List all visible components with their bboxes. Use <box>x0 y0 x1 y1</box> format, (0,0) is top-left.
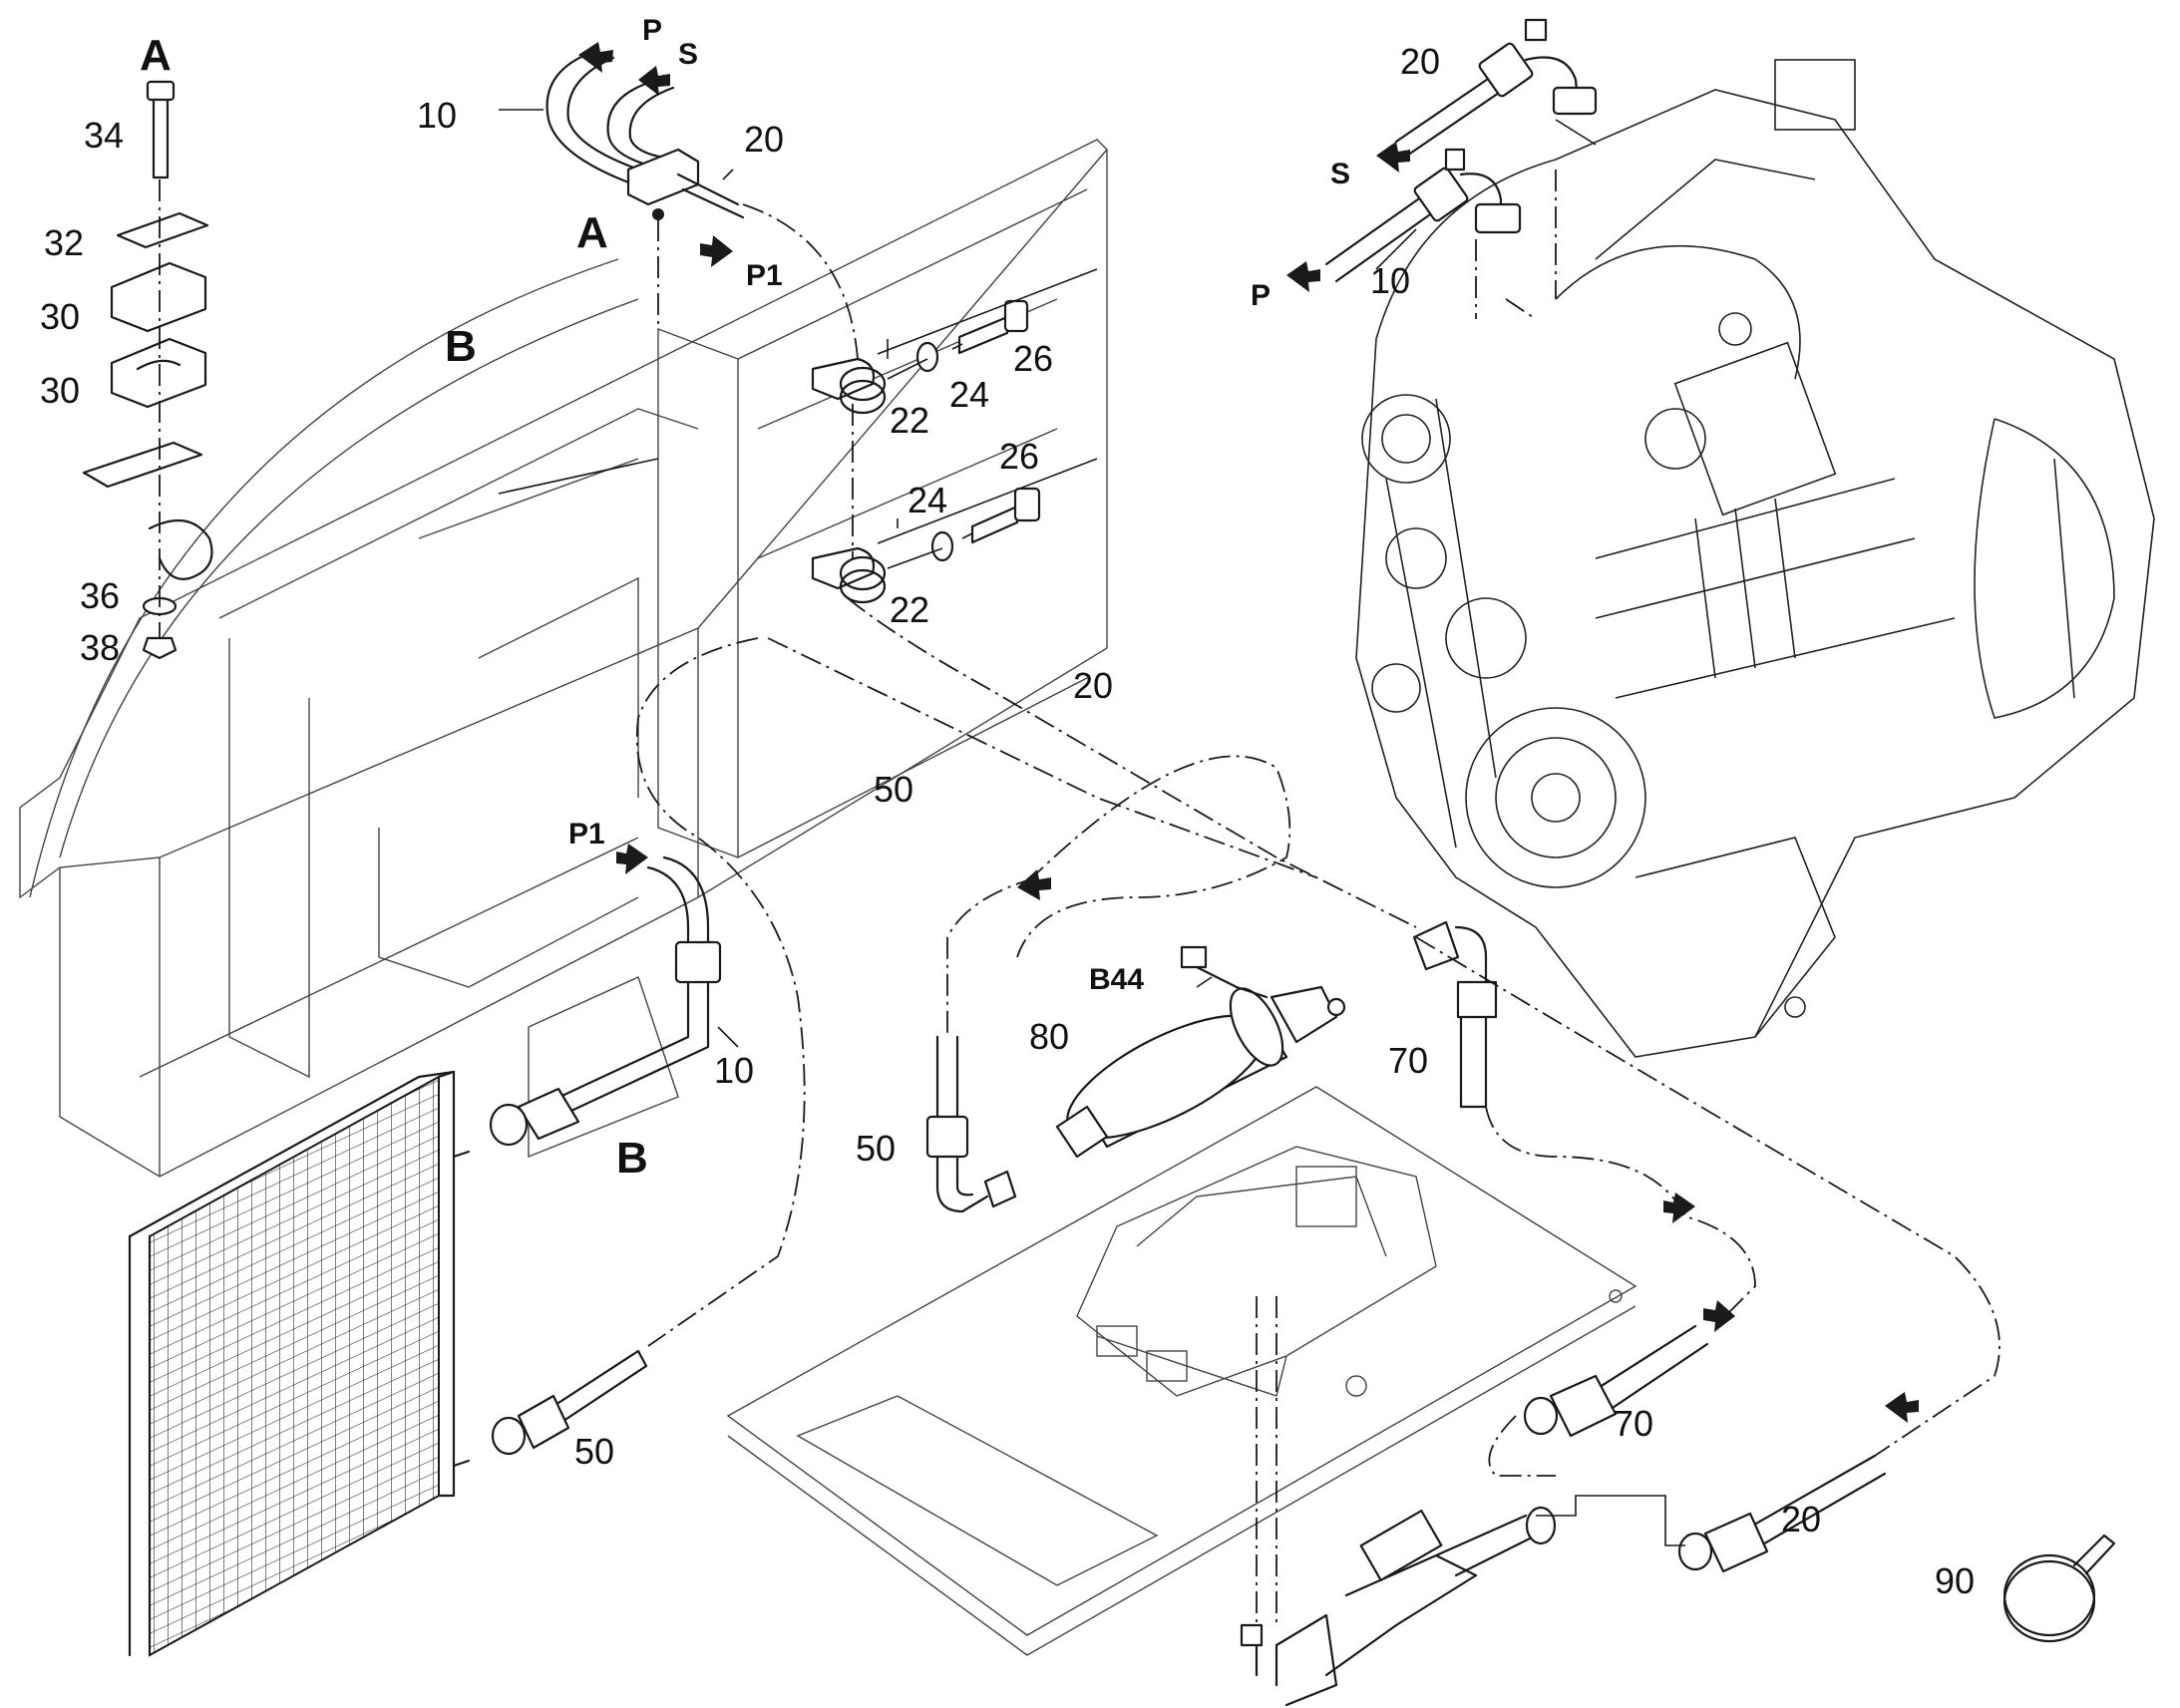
label-10-top: 10 <box>417 95 457 136</box>
hose-50-bottom <box>491 1349 648 1456</box>
hose-50-right <box>925 1035 1017 1213</box>
label-b44: B44 <box>1089 963 1144 996</box>
label-26a: 26 <box>1013 338 1053 379</box>
label-p1-top: P1 <box>746 259 783 292</box>
label-26b: 26 <box>999 436 1039 477</box>
label-10-engine: 10 <box>1370 260 1410 301</box>
label-s-top: S <box>678 38 698 71</box>
receiver-dryer <box>1055 945 1346 1159</box>
label-30b: 30 <box>40 370 80 411</box>
clamp-90 <box>2002 1534 2116 1643</box>
arrow-p1-icon <box>700 235 733 267</box>
top-hose-assembly <box>499 48 745 220</box>
label-20-lower: 20 <box>1781 1499 1821 1539</box>
label-p-engine: P <box>1251 279 1271 312</box>
label-34: 34 <box>84 115 124 156</box>
label-70-upper: 70 <box>1388 1040 1428 1081</box>
label-b-frame: B <box>445 322 477 371</box>
detail-a-clamp-exploded <box>82 80 213 660</box>
label-24b: 24 <box>908 480 947 520</box>
arrow-s-engine-icon <box>1376 142 1410 172</box>
hose-70-20-lower <box>1240 1296 1887 1707</box>
hvac-plate <box>726 1086 1637 1656</box>
label-s-engine: S <box>1330 158 1350 190</box>
label-36: 36 <box>80 575 120 616</box>
label-80: 80 <box>1029 1016 1069 1057</box>
label-p-top: P <box>642 14 662 47</box>
arrow-loop-icon <box>1017 869 1051 900</box>
label-a-clamp: A <box>576 208 608 257</box>
arrow-p-icon <box>578 42 613 73</box>
label-50-right: 50 <box>856 1128 896 1169</box>
part-labels: A 34 32 30 30 36 38 10 P S 20 A P1 B 24 … <box>40 14 1975 1601</box>
label-b-bottom: B <box>616 1134 648 1183</box>
engine-hoses <box>1324 18 1598 283</box>
label-50-bottom: 50 <box>574 1431 614 1472</box>
engine <box>1355 59 2155 1058</box>
arrow-p1-mid-icon <box>616 844 648 874</box>
label-22b: 22 <box>890 589 929 630</box>
arrow-20-icon <box>1885 1392 1919 1423</box>
label-leaders <box>498 119 1597 988</box>
arrow-70-icon <box>1663 1193 1695 1223</box>
label-30a: 30 <box>40 296 80 337</box>
routing-lines <box>635 170 2000 1477</box>
condenser <box>128 1070 471 1657</box>
label-38: 38 <box>80 627 120 668</box>
label-detail-a: A <box>140 31 172 80</box>
label-20-top: 20 <box>744 119 784 160</box>
label-20-mid: 20 <box>1073 665 1113 706</box>
arrow-p-engine-icon <box>1286 261 1320 292</box>
hose-10-mid <box>489 855 739 1147</box>
label-22a: 22 <box>890 400 929 441</box>
label-70-lower: 70 <box>1614 1403 1653 1444</box>
label-32: 32 <box>44 222 84 263</box>
label-p1-mid: P1 <box>568 818 605 851</box>
arrow-s-icon <box>638 66 670 96</box>
label-24a: 24 <box>949 374 989 415</box>
bracket-assembly <box>811 268 1098 604</box>
label-50-mid: 50 <box>874 769 913 810</box>
flow-arrows <box>578 42 1919 1423</box>
label-10-mid: 10 <box>714 1050 754 1091</box>
hose-70-upper <box>1412 920 1498 1109</box>
arrow-70b-icon <box>1703 1300 1735 1332</box>
label-90: 90 <box>1935 1560 1975 1601</box>
label-20-engine: 20 <box>1400 41 1440 82</box>
